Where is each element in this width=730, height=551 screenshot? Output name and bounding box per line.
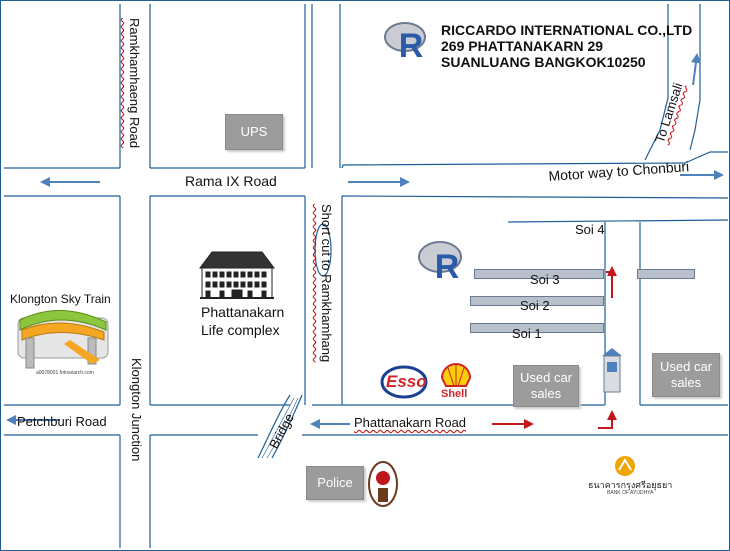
soi-3-street bbox=[474, 269, 604, 279]
soi4-line bbox=[507, 219, 729, 223]
road-label-phattanakarn: Phattanakarn Road bbox=[354, 415, 467, 430]
svg-text:R: R bbox=[435, 248, 460, 286]
building-icon bbox=[199, 251, 275, 299]
direction-arrows-blue bbox=[6, 53, 724, 429]
road-label-petchburi: Petchburi Road bbox=[17, 414, 107, 429]
landmark-sky-train: Klongton Sky Train bbox=[10, 292, 111, 306]
company-name: RICCARDO INTERNATIONAL CO.,LTD bbox=[441, 22, 693, 38]
rama9-bottom-edge-e bbox=[341, 195, 729, 199]
landmark-police: Police bbox=[306, 466, 364, 500]
landmark-sky-train-credit: a0078001 fotosearch.com bbox=[36, 370, 94, 376]
motorway-top-edge bbox=[684, 151, 728, 164]
r-logo-top-icon: R bbox=[384, 22, 426, 65]
soi-2-label: Soi 2 bbox=[520, 298, 550, 313]
arrow-turn-north bbox=[598, 410, 617, 429]
soi-1-street bbox=[470, 323, 604, 333]
arrow-lamsali-north bbox=[690, 53, 701, 86]
soi-1-label: Soi 1 bbox=[512, 326, 542, 341]
svg-text:R: R bbox=[399, 27, 424, 65]
road-label-ramkhamhaeng: Ramkhamhaeng Road bbox=[127, 18, 142, 149]
lamsali-left-edge bbox=[644, 4, 669, 161]
road-label-klongton-junction: Klongton Junction bbox=[129, 358, 144, 462]
landmark-bank-en: BANK OF AYUDHYA bbox=[607, 490, 654, 496]
bridge-mid-line bbox=[261, 397, 295, 459]
shell-logo-icon bbox=[440, 363, 472, 387]
landmark-ups: UPS bbox=[225, 114, 283, 150]
soi-3-label: Soi 3 bbox=[530, 272, 560, 287]
landmark-used-car-sales-2: Used car sales bbox=[652, 353, 720, 397]
bridge-left-line bbox=[257, 394, 291, 459]
soi-2-street bbox=[470, 296, 604, 306]
sky-train-icon bbox=[17, 310, 109, 369]
esso-logo-icon bbox=[380, 365, 428, 399]
bridge-right-line bbox=[271, 394, 303, 459]
landmark-bank-thai: ธนาคารกรุงศรีอยุธยา bbox=[588, 480, 673, 490]
road-edges bbox=[4, 4, 729, 548]
landmark-life-complex-line2: Life complex bbox=[201, 322, 280, 338]
soi-4-label: Soi 4 bbox=[575, 222, 605, 237]
landmark-life-complex-line1: Phattanakarn bbox=[201, 304, 285, 320]
bridge-mid-line2 bbox=[266, 397, 299, 459]
road-label-shortcut: Short cut to Ramkhamhang bbox=[319, 204, 334, 363]
police-emblem-icon bbox=[368, 461, 398, 507]
rama9-top-edge-e bbox=[341, 162, 686, 169]
landmark-shell: Shell bbox=[441, 388, 468, 400]
landmark-esso: Esso bbox=[386, 372, 427, 391]
landmark-used-car-sales-1: Used car sales bbox=[513, 365, 579, 407]
bank-ayudhya-logo-icon bbox=[615, 456, 635, 476]
company-address-line2: SUANLUANG BANGKOK10250 bbox=[441, 54, 646, 70]
guard-house-icon bbox=[602, 348, 622, 393]
company-address-line1: 269 PHATTANAKARN 29 bbox=[441, 38, 604, 54]
road-label-rama9: Rama IX Road bbox=[185, 173, 277, 189]
lamsali-right-edge bbox=[689, 4, 701, 151]
soi-3-street-east bbox=[637, 269, 695, 279]
shortcut-curve bbox=[314, 223, 332, 277]
direction-arrows-red bbox=[492, 266, 617, 429]
r-logo-soi-icon: R bbox=[418, 241, 462, 286]
